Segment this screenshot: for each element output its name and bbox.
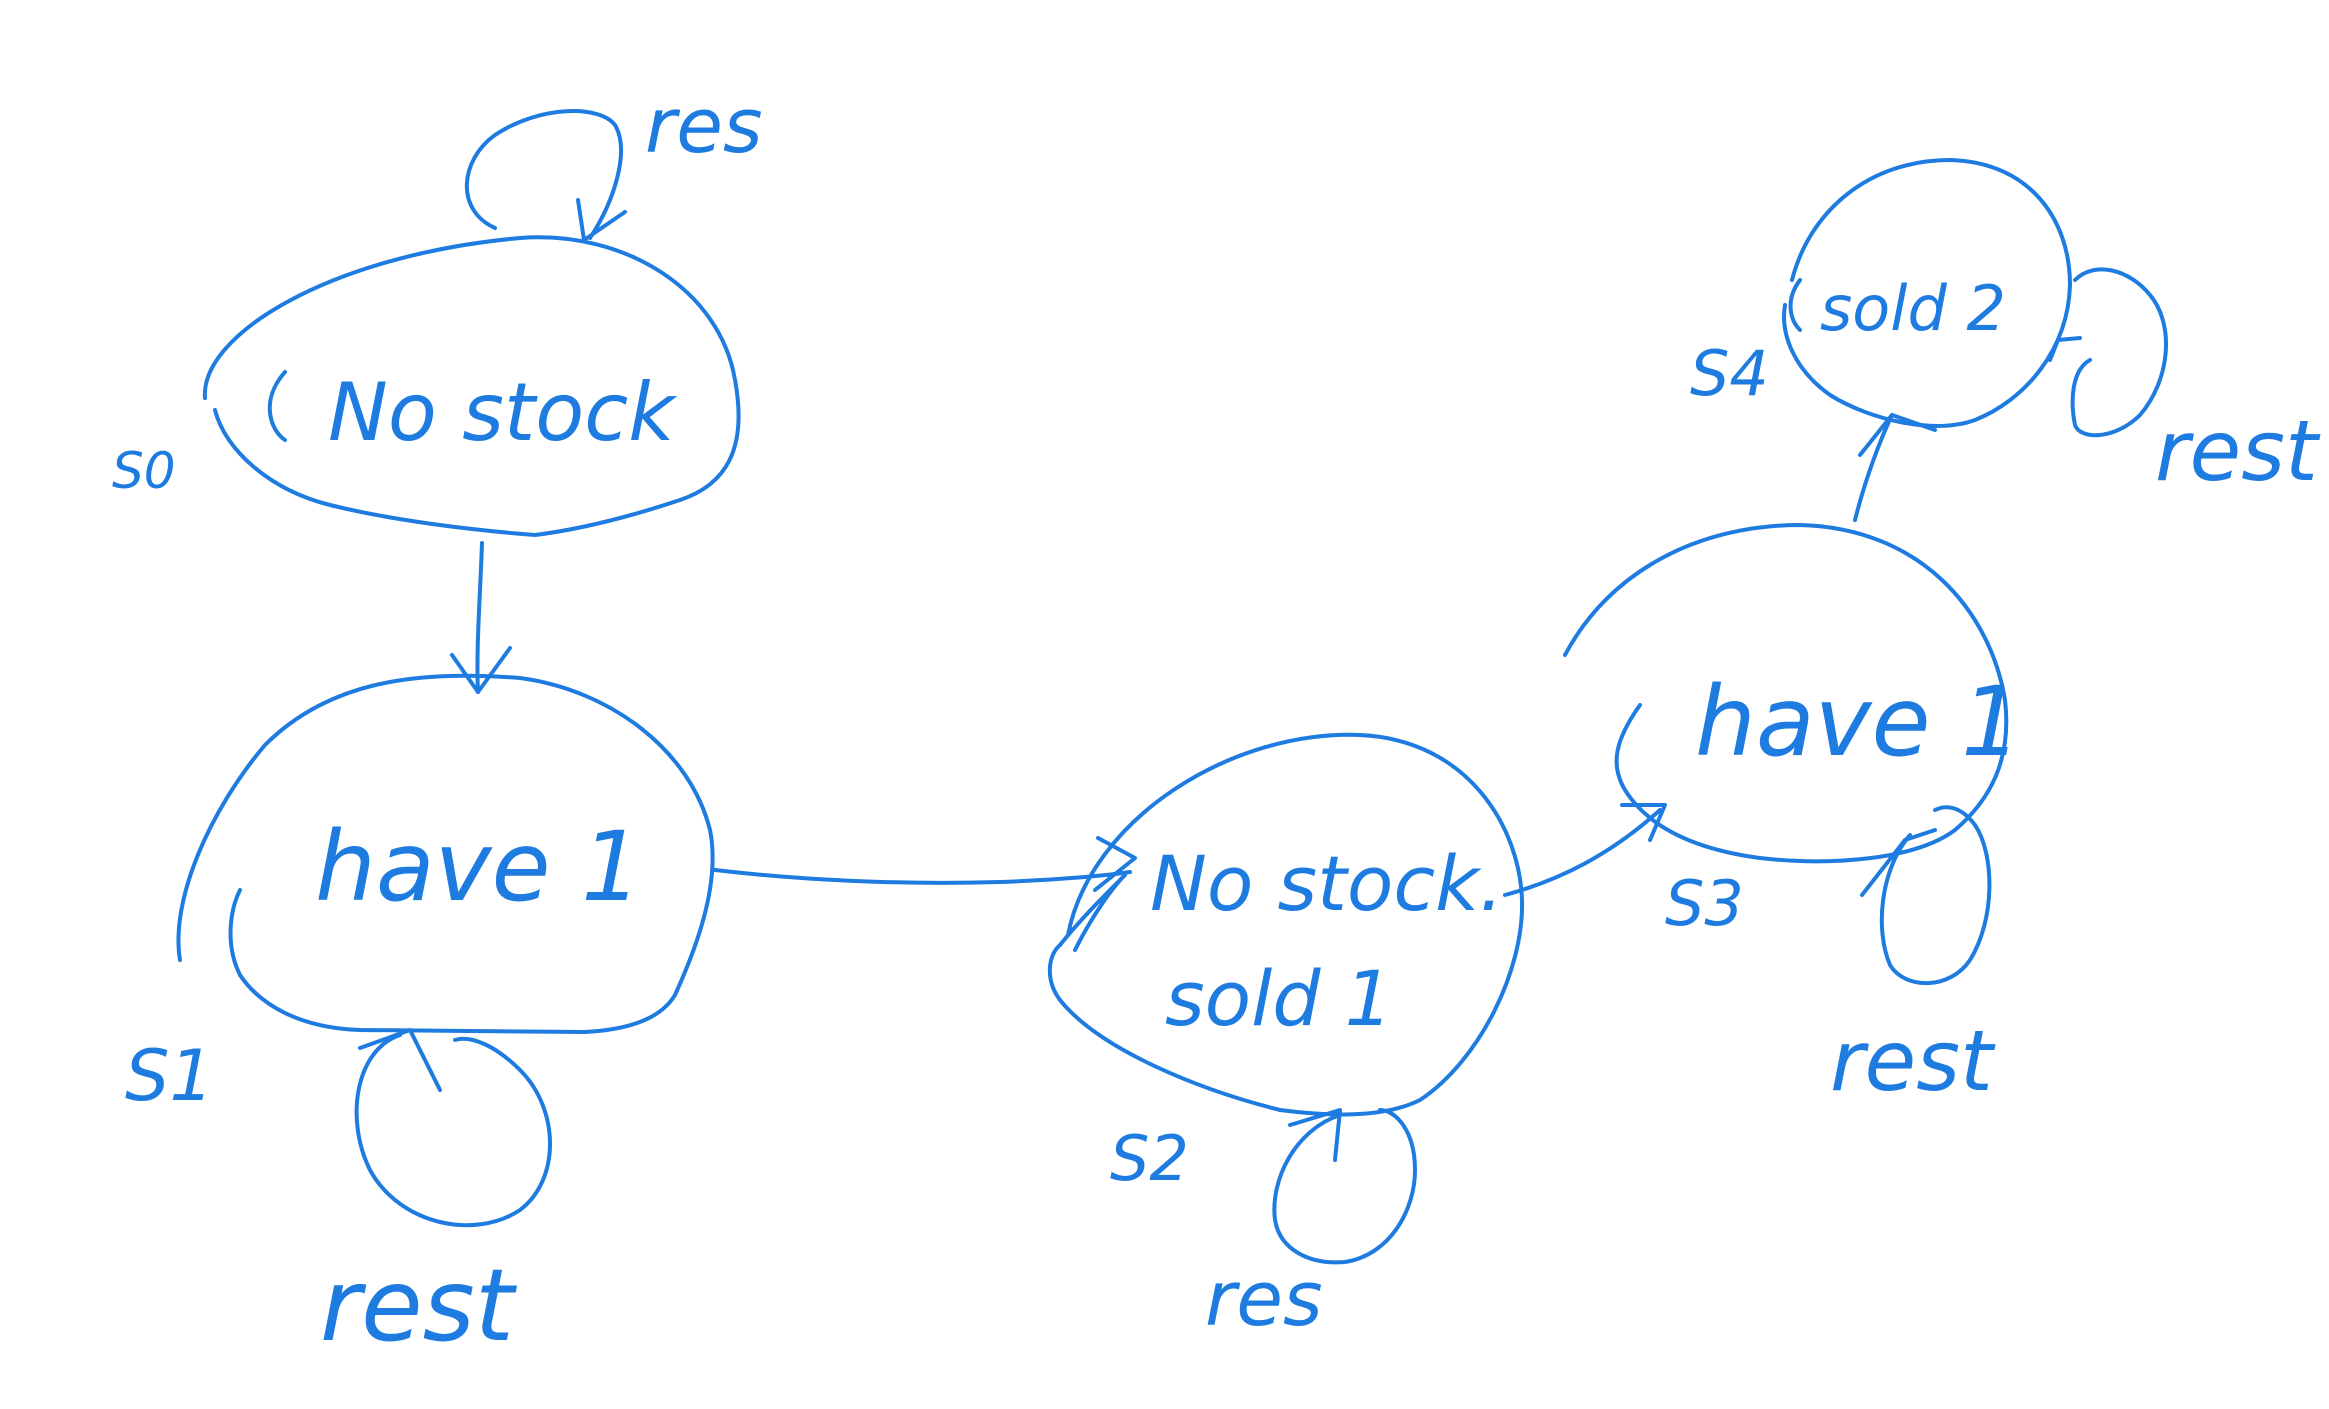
transition-s3-s4 xyxy=(1853,413,1894,522)
state-s2-name: S2 xyxy=(1110,1122,1189,1195)
state-s2-label-line1: No stock. xyxy=(1150,839,1503,928)
state-s3-circle xyxy=(1563,523,2009,864)
self-loop-s0-arrowhead xyxy=(576,198,627,242)
self-loop-s2-label: res xyxy=(1205,1254,1323,1343)
state-s0-label: No stock xyxy=(328,366,677,459)
transition-s1-s2 xyxy=(713,868,1132,885)
self-loop-s1-arrowhead xyxy=(358,1028,442,1092)
state-s4-circle xyxy=(1782,158,2072,428)
transition-s2-s3 xyxy=(1503,808,1662,897)
state-s0-circle-inner xyxy=(267,370,287,442)
state-s3-name: S3 xyxy=(1665,867,1744,940)
transition-s0-s1-arrowhead xyxy=(450,646,512,694)
self-loop-s1-label: rest xyxy=(320,1247,518,1364)
transition-s0-s1 xyxy=(475,541,484,694)
self-loop-s2 xyxy=(1272,1108,1417,1265)
state-s4-label: sold 2 xyxy=(1820,272,2006,345)
state-s2-swoosh xyxy=(1058,873,1127,952)
self-loop-s0-label: res xyxy=(645,81,763,170)
state-s3-label: have 1 xyxy=(1695,666,2022,778)
state-s0-name: S0 xyxy=(112,442,176,500)
state-s2-label-line2: sold 1 xyxy=(1165,954,1393,1043)
state-s1-circle xyxy=(176,673,715,1034)
self-loop-s0 xyxy=(464,109,623,240)
self-loop-s4-arrowhead xyxy=(2048,336,2082,362)
self-loop-s3 xyxy=(1879,805,1992,986)
state-s4-circle-inner xyxy=(1788,278,1802,332)
state-s2-circle xyxy=(1047,732,1525,1117)
self-loop-s3-arrowhead xyxy=(1860,828,1937,897)
state-s0-circle xyxy=(202,235,741,537)
state-s1-label: have 1 xyxy=(315,811,642,923)
self-loop-s4 xyxy=(2070,267,2168,438)
self-loop-s3-label: rest xyxy=(1830,1012,1996,1110)
self-loop-s1 xyxy=(354,1033,552,1228)
state-s4-name: S4 xyxy=(1690,337,1769,410)
self-loop-s2-arrowhead xyxy=(1288,1108,1342,1162)
state-s1-name: S1 xyxy=(125,1035,214,1117)
self-loop-s4-label: rest xyxy=(2155,402,2321,500)
